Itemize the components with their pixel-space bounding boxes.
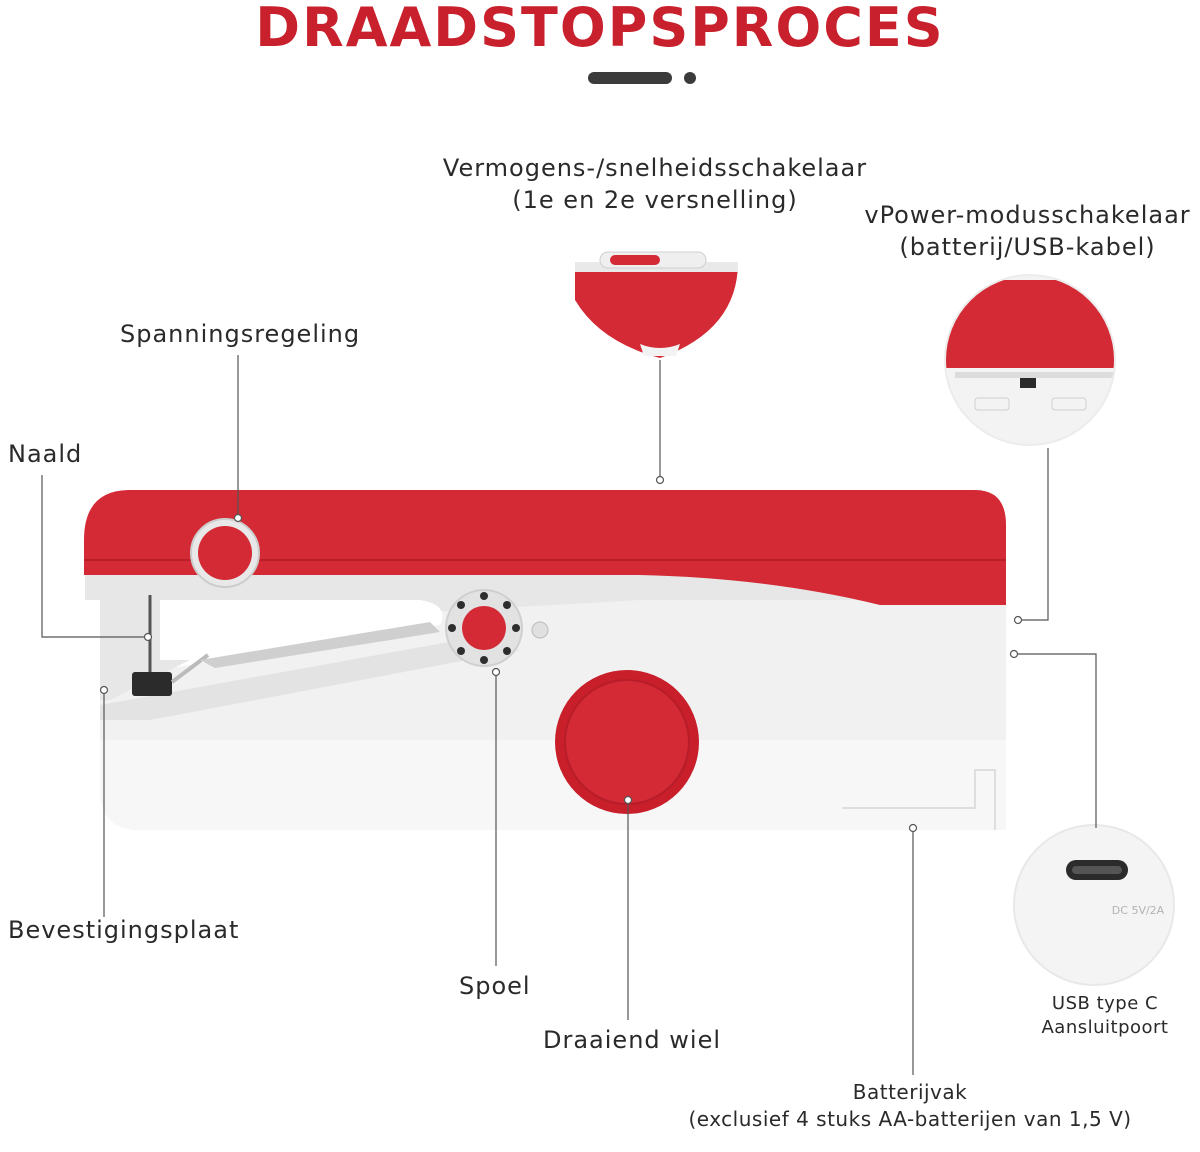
leader-dots bbox=[99, 475, 1023, 833]
needle-label: Naald bbox=[8, 440, 83, 468]
power-mode-label-line1: vPower-modusschakelaar bbox=[864, 201, 1191, 229]
speed-switch-label-line1: Vermogens-/snelheidsschakelaar bbox=[442, 154, 868, 182]
wheel-label: Draaiend wiel bbox=[543, 1026, 721, 1054]
leader-lines bbox=[41, 355, 1097, 1075]
sewing-machine bbox=[84, 490, 1006, 830]
battery-label: Batterijvak (exclusief 4 stuks AA-batter… bbox=[660, 1079, 1160, 1133]
divider-dot bbox=[684, 72, 696, 84]
battery-label-line2: (exclusief 4 stuks AA-batterijen van 1,5… bbox=[688, 1107, 1132, 1131]
power-mode-label-line2: (batterij/USB-kabel) bbox=[899, 233, 1156, 261]
usb-closeup-border bbox=[1013, 824, 1175, 986]
power-mode-label: vPower-modusschakelaar (batterij/USB-kab… bbox=[860, 199, 1195, 263]
usb-label-line2: Aansluitpoort bbox=[1041, 1017, 1169, 1038]
fixing-plate-label: Bevestigingsplaat bbox=[8, 916, 240, 944]
tension-label: Spanningsregeling bbox=[120, 320, 361, 348]
power-closeup-border bbox=[944, 274, 1116, 446]
divider-bar bbox=[588, 72, 672, 84]
bobbin-label: Spoel bbox=[459, 972, 531, 1000]
usb-label: USB type C Aansluitpoort bbox=[1010, 992, 1200, 1040]
page-title: DRAADSTOPSPROCES bbox=[255, 0, 945, 59]
speed-switch-closeup bbox=[575, 251, 738, 358]
battery-label-line1: Batterijvak bbox=[852, 1080, 968, 1104]
speed-switch-label-line2: (1e en 2e versnelling) bbox=[512, 186, 798, 214]
power-mode-switch-closeup bbox=[945, 275, 1115, 445]
speed-switch-label: Vermogens-/snelheidsschakelaar (1e en 2e… bbox=[430, 152, 880, 216]
usb-port-closeup bbox=[1014, 825, 1174, 985]
usb-port-print: DC 5V/2A bbox=[1112, 904, 1165, 917]
usb-label-line1: USB type C bbox=[1051, 993, 1159, 1014]
